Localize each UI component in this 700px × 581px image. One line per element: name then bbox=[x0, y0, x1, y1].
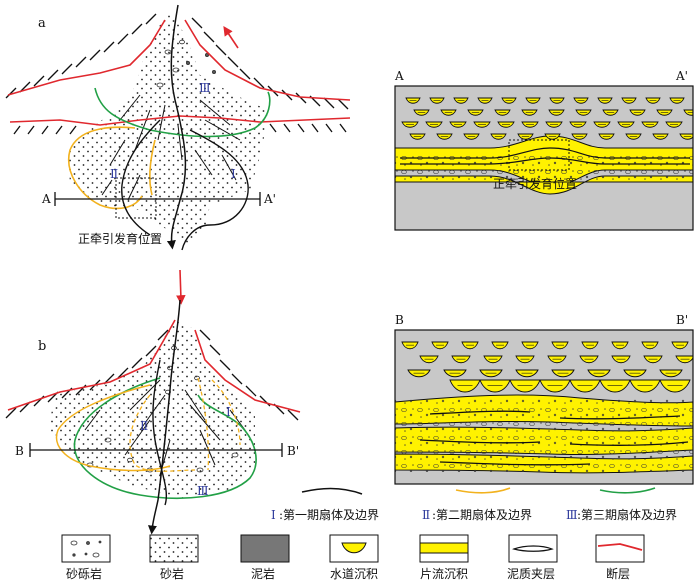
panel-b-fault-arrow bbox=[180, 270, 181, 300]
section-a: A A' 正牵引发育位置 bbox=[394, 69, 699, 230]
legend-conglomerate-swatch bbox=[62, 535, 110, 562]
panel-a-fault-arrow bbox=[226, 30, 238, 48]
section-a-right-label: A' bbox=[675, 69, 688, 83]
legend-stage3-numeral: Ⅲ bbox=[566, 508, 578, 522]
panel-a-label: a bbox=[38, 16, 46, 31]
panel-b-fan-label-1: Ⅰ bbox=[226, 405, 231, 419]
legend-stage3-text: :第三期扇体及边界 bbox=[577, 507, 677, 522]
legend-stage2-numeral: Ⅱ bbox=[422, 508, 430, 522]
legend-sandstone-label: 砂岩 bbox=[160, 566, 184, 581]
section-a-relay-label: 正牵引发育位置 bbox=[493, 176, 577, 191]
panel-b-label: b bbox=[38, 339, 46, 354]
legend-stage1-numeral: Ⅰ bbox=[271, 508, 276, 522]
section-b: B B' bbox=[395, 313, 694, 484]
section-b-right-label: B' bbox=[676, 313, 688, 327]
facies-legend: 砂砾岩 砂岩 泥岩 水道沉积 片流沉积 泥质夹层 断层 bbox=[62, 535, 644, 581]
legend-stage3-line bbox=[600, 488, 655, 493]
legend-sandstone-swatch bbox=[150, 535, 198, 562]
legend-stage2-text: :第二期扇体及边界 bbox=[432, 507, 532, 522]
legend-sheetflow-band bbox=[420, 543, 468, 553]
legend-stage1-line bbox=[302, 489, 362, 495]
panel-b-section-start: B bbox=[15, 444, 24, 458]
panel-b-section-end: B' bbox=[287, 444, 299, 458]
panel-b-map: b bbox=[6, 270, 300, 530]
section-a-left-label: A bbox=[394, 69, 404, 83]
panel-a-map: a bbox=[6, 5, 350, 250]
panel-a-fan-label-2: Ⅱ bbox=[110, 167, 118, 181]
panel-a-section-start: A bbox=[41, 192, 51, 206]
legend-interbed-label: 泥质夹层 bbox=[507, 567, 555, 581]
boundary-legend: Ⅰ :第一期扇体及边界 Ⅱ :第二期扇体及边界 Ⅲ :第三期扇体及边界 bbox=[271, 488, 677, 522]
legend-mudstone-swatch bbox=[241, 535, 289, 562]
legend-fault-label: 断层 bbox=[606, 566, 630, 581]
panel-b-fan-label-2: Ⅱ bbox=[140, 419, 148, 433]
legend-stage2-line bbox=[456, 488, 510, 493]
legend-sheetflow-label: 片流沉积 bbox=[420, 567, 468, 581]
legend-mudstone-label: 泥岩 bbox=[251, 566, 275, 581]
section-b-left-label: B bbox=[395, 313, 404, 327]
legend-conglomerate-label: 砂砾岩 bbox=[66, 566, 102, 581]
panel-a-fan-label-3: Ⅲ bbox=[199, 81, 211, 95]
legend-stage1-text: :第一期扇体及边界 bbox=[279, 507, 379, 522]
legend-channel-label: 水道沉积 bbox=[330, 567, 378, 581]
panel-a-fan-body bbox=[68, 10, 268, 245]
section-b-pebble-fill bbox=[395, 398, 693, 472]
panel-a-section-end: A' bbox=[263, 192, 276, 206]
legend-interbed-lens bbox=[514, 546, 552, 551]
panel-b-fan-label-3: Ⅲ bbox=[197, 484, 209, 498]
panel-a-fan-label-1: Ⅰ bbox=[231, 167, 236, 181]
panel-a-relay-label: 正牵引发育位置 bbox=[78, 231, 162, 246]
